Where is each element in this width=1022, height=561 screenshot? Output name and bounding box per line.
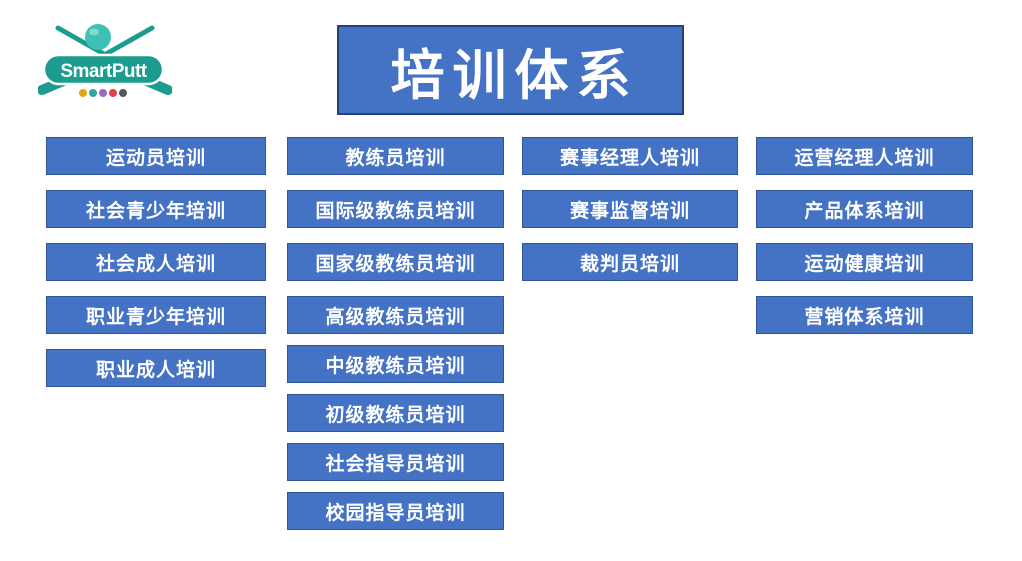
training-item-button[interactable]: 教练员培训 [287,137,504,175]
smartputt-logo: SmartPutt [37,20,173,108]
logo-dot [79,89,87,97]
training-item-button[interactable]: 职业成人培训 [46,349,266,387]
training-item-button[interactable]: 职业青少年培训 [46,296,266,334]
logo-brand-text: SmartPutt [60,61,147,82]
training-item-button[interactable]: 运动员培训 [46,137,266,175]
column-event-training: 赛事经理人培训 赛事监督培训 裁判员培训 [522,137,738,281]
golf-ball-icon [85,24,111,50]
training-item-button[interactable]: 校园指导员培训 [287,492,504,530]
training-item-button[interactable]: 国际级教练员培训 [287,190,504,228]
logo-color-dots [79,89,127,97]
page-title: 培训体系 [337,25,684,115]
training-item-button[interactable]: 赛事监督培训 [522,190,738,228]
training-item-button[interactable]: 社会成人培训 [46,243,266,281]
smartputt-logo-graphic: SmartPutt [37,24,173,97]
training-item-button[interactable]: 中级教练员培训 [287,345,504,383]
logo-dot [109,89,117,97]
training-item-button[interactable]: 社会青少年培训 [46,190,266,228]
logo-dot [99,89,107,97]
column-operation-training: 运营经理人培训 产品体系培训 运动健康培训 营销体系培训 [756,137,973,334]
training-item-button[interactable]: 运动健康培训 [756,243,973,281]
training-item-button[interactable]: 社会指导员培训 [287,443,504,481]
logo-pill [42,53,165,86]
training-item-button[interactable]: 赛事经理人培训 [522,137,738,175]
training-item-button[interactable]: 国家级教练员培训 [287,243,504,281]
training-item-button[interactable]: 运营经理人培训 [756,137,973,175]
golf-ball-highlight [89,28,99,36]
logo-dot [89,89,97,97]
column-coach-training: 教练员培训 国际级教练员培训 国家级教练员培训 高级教练员培训 中级教练员培训 … [287,137,504,530]
training-item-button[interactable]: 产品体系培训 [756,190,973,228]
training-item-button[interactable]: 裁判员培训 [522,243,738,281]
logo-dot [119,89,127,97]
training-item-button[interactable]: 高级教练员培训 [287,296,504,334]
training-item-button[interactable]: 初级教练员培训 [287,394,504,432]
training-item-button[interactable]: 营销体系培训 [756,296,973,334]
column-athlete-training: 运动员培训 社会青少年培训 社会成人培训 职业青少年培训 职业成人培训 [46,137,266,387]
